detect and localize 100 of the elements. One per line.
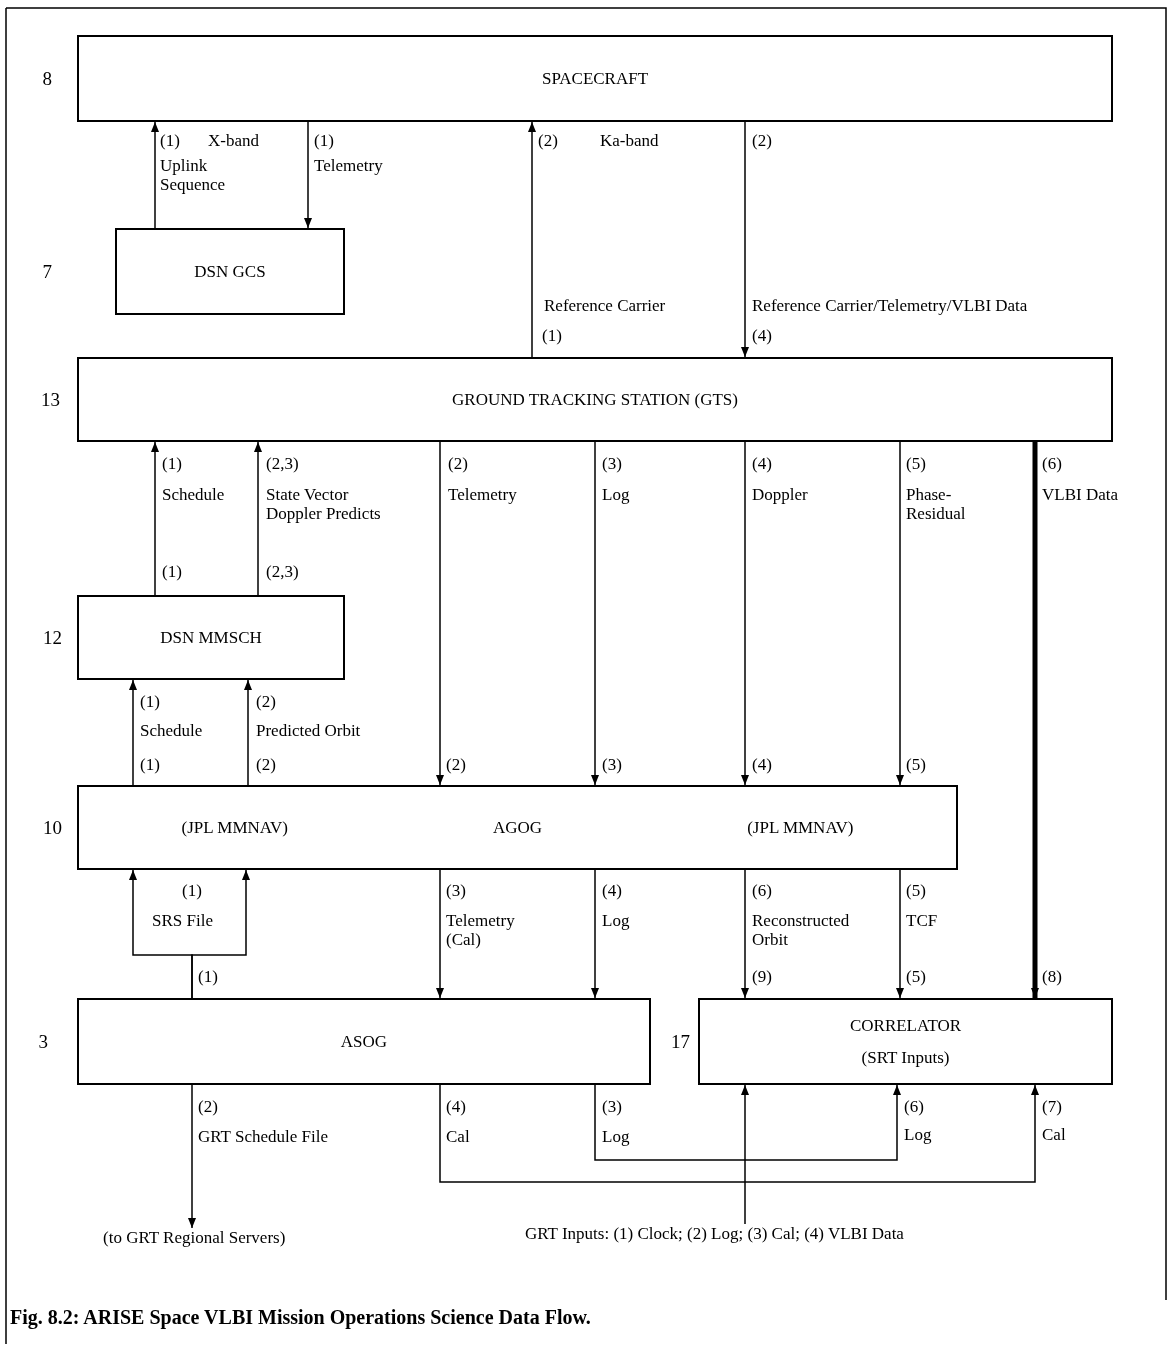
node-number: 7	[42, 260, 52, 283]
annotation-label: (7)	[1042, 1098, 1062, 1117]
annotation-label: (1)	[542, 327, 562, 346]
arrow	[741, 121, 749, 358]
edge-label: Doppler	[752, 486, 808, 505]
box-label: CORRELATOR	[849, 1015, 962, 1036]
annotation-label: (1)	[140, 756, 160, 775]
annotation-label: (4)	[446, 1098, 466, 1117]
arrow	[896, 441, 904, 786]
annotation-label: Cal	[1042, 1126, 1066, 1145]
node-number: 3	[38, 1030, 48, 1053]
node-number: 13	[41, 388, 60, 411]
box-label: SPACECRAFT	[541, 68, 649, 89]
annotation-label: (6)	[904, 1098, 924, 1117]
arrow	[439, 1084, 1039, 1183]
edge-label: TCF	[906, 912, 938, 931]
box-label: DSN MMSCH	[160, 627, 262, 648]
annotation-label: (5)	[906, 882, 926, 901]
annotation-label: (9)	[752, 968, 772, 987]
arrow	[188, 1084, 196, 1229]
box-label: DSN GCS	[194, 261, 266, 282]
arrow	[151, 121, 159, 229]
note-text: GRT Inputs: (1) Clock; (2) Log; (3) Cal; (4) VLBI Data	[525, 1224, 904, 1243]
box-label: AGOG	[492, 817, 543, 838]
annotation-label: (3)	[446, 882, 466, 901]
process-box	[77, 785, 958, 870]
box-label: GROUND TRACKING STATION (GTS)	[452, 389, 738, 410]
annotation-label: (3)	[602, 455, 622, 474]
edge-label: Reference Carrier/Telemetry/VLBI Data	[752, 297, 1028, 316]
arrow	[244, 679, 252, 786]
annotation-label: (2,3)	[266, 563, 299, 582]
arrow	[254, 441, 262, 596]
annotation-label: (2)	[538, 132, 558, 151]
annotation-label: X-band	[208, 132, 259, 151]
arrow	[528, 121, 536, 358]
process-box	[77, 35, 1113, 122]
edge-label: Log	[602, 912, 630, 931]
arrow	[741, 1084, 749, 1225]
annotation-label: (3)	[602, 756, 622, 775]
edge-label: Log	[602, 486, 630, 505]
annotation-label: (1)	[162, 563, 182, 582]
annotation-label: (2)	[446, 756, 466, 775]
box-label: (JPL MMNAV)	[181, 817, 288, 838]
annotation-label: (4)	[752, 756, 772, 775]
edge-label: SRS File	[152, 912, 213, 931]
annotation-label: (8)	[1042, 968, 1062, 987]
annotation-label: (3)	[602, 1098, 622, 1117]
process-box	[698, 998, 1113, 1085]
edge-label: GRT Schedule File	[198, 1128, 328, 1147]
annotation-label: (6)	[752, 882, 772, 901]
edge-label: Telemetry	[314, 157, 383, 176]
annotation-label: (2)	[256, 693, 276, 712]
arrow	[191, 869, 250, 999]
edge-label: Log	[602, 1128, 630, 1147]
annotation-label: (4)	[752, 327, 772, 346]
annotation-label: (2)	[448, 455, 468, 474]
arrow	[151, 441, 159, 596]
arrow	[741, 441, 749, 786]
annotation-label: (5)	[906, 968, 926, 987]
figure-caption: Fig. 8.2: ARISE Space VLBI Mission Operations Science Data Flow.	[10, 1306, 591, 1329]
annotation-label: (1)	[162, 455, 182, 474]
box-label: (JPL MMNAV)	[747, 817, 854, 838]
arrow	[896, 869, 904, 999]
edge-label: State Vector Doppler Predicts	[266, 486, 382, 524]
annotation-label: (1)	[160, 132, 180, 151]
edge-label: Phase-Residual	[906, 486, 967, 524]
arrow	[304, 121, 312, 229]
arrow	[129, 679, 137, 786]
process-box	[115, 228, 345, 315]
arrow	[741, 869, 749, 999]
annotation-label: (5)	[906, 455, 926, 474]
edge-label: Telemetry	[448, 486, 517, 505]
edge-label: Telemetry (Cal)	[446, 912, 516, 950]
edge-label: Predicted Orbit	[256, 722, 361, 741]
annotation-label: (4)	[602, 882, 622, 901]
annotation-label: Ka-band	[600, 132, 659, 151]
annotation-label: (2)	[256, 756, 276, 775]
edge-label: Schedule	[140, 722, 203, 741]
edge-label: VLBI Data	[1042, 486, 1118, 505]
edge-label: Cal	[446, 1128, 470, 1147]
arrow	[436, 869, 444, 999]
note-text: (to GRT Regional Servers)	[103, 1228, 286, 1247]
box-label: (SRT Inputs)	[861, 1047, 950, 1068]
arrow	[591, 869, 599, 999]
edge-label: Reference Carrier	[544, 297, 666, 316]
annotation-label: (6)	[1042, 455, 1062, 474]
node-number: 8	[42, 67, 52, 90]
node-number: 17	[671, 1030, 690, 1053]
edge-label: Reconstructed Orbit	[752, 912, 851, 950]
node-number: 10	[43, 816, 62, 839]
annotation-label: (2,3)	[266, 455, 299, 474]
annotation-label: (2)	[752, 132, 772, 151]
process-box	[77, 595, 345, 680]
arrow	[1031, 442, 1039, 998]
annotation-label: Log	[904, 1126, 932, 1145]
annotation-label: (2)	[198, 1098, 218, 1117]
arrow	[594, 1084, 901, 1161]
box-label: ASOG	[340, 1031, 388, 1052]
annotation-label: (4)	[752, 455, 772, 474]
edge-label: Schedule	[162, 486, 225, 505]
